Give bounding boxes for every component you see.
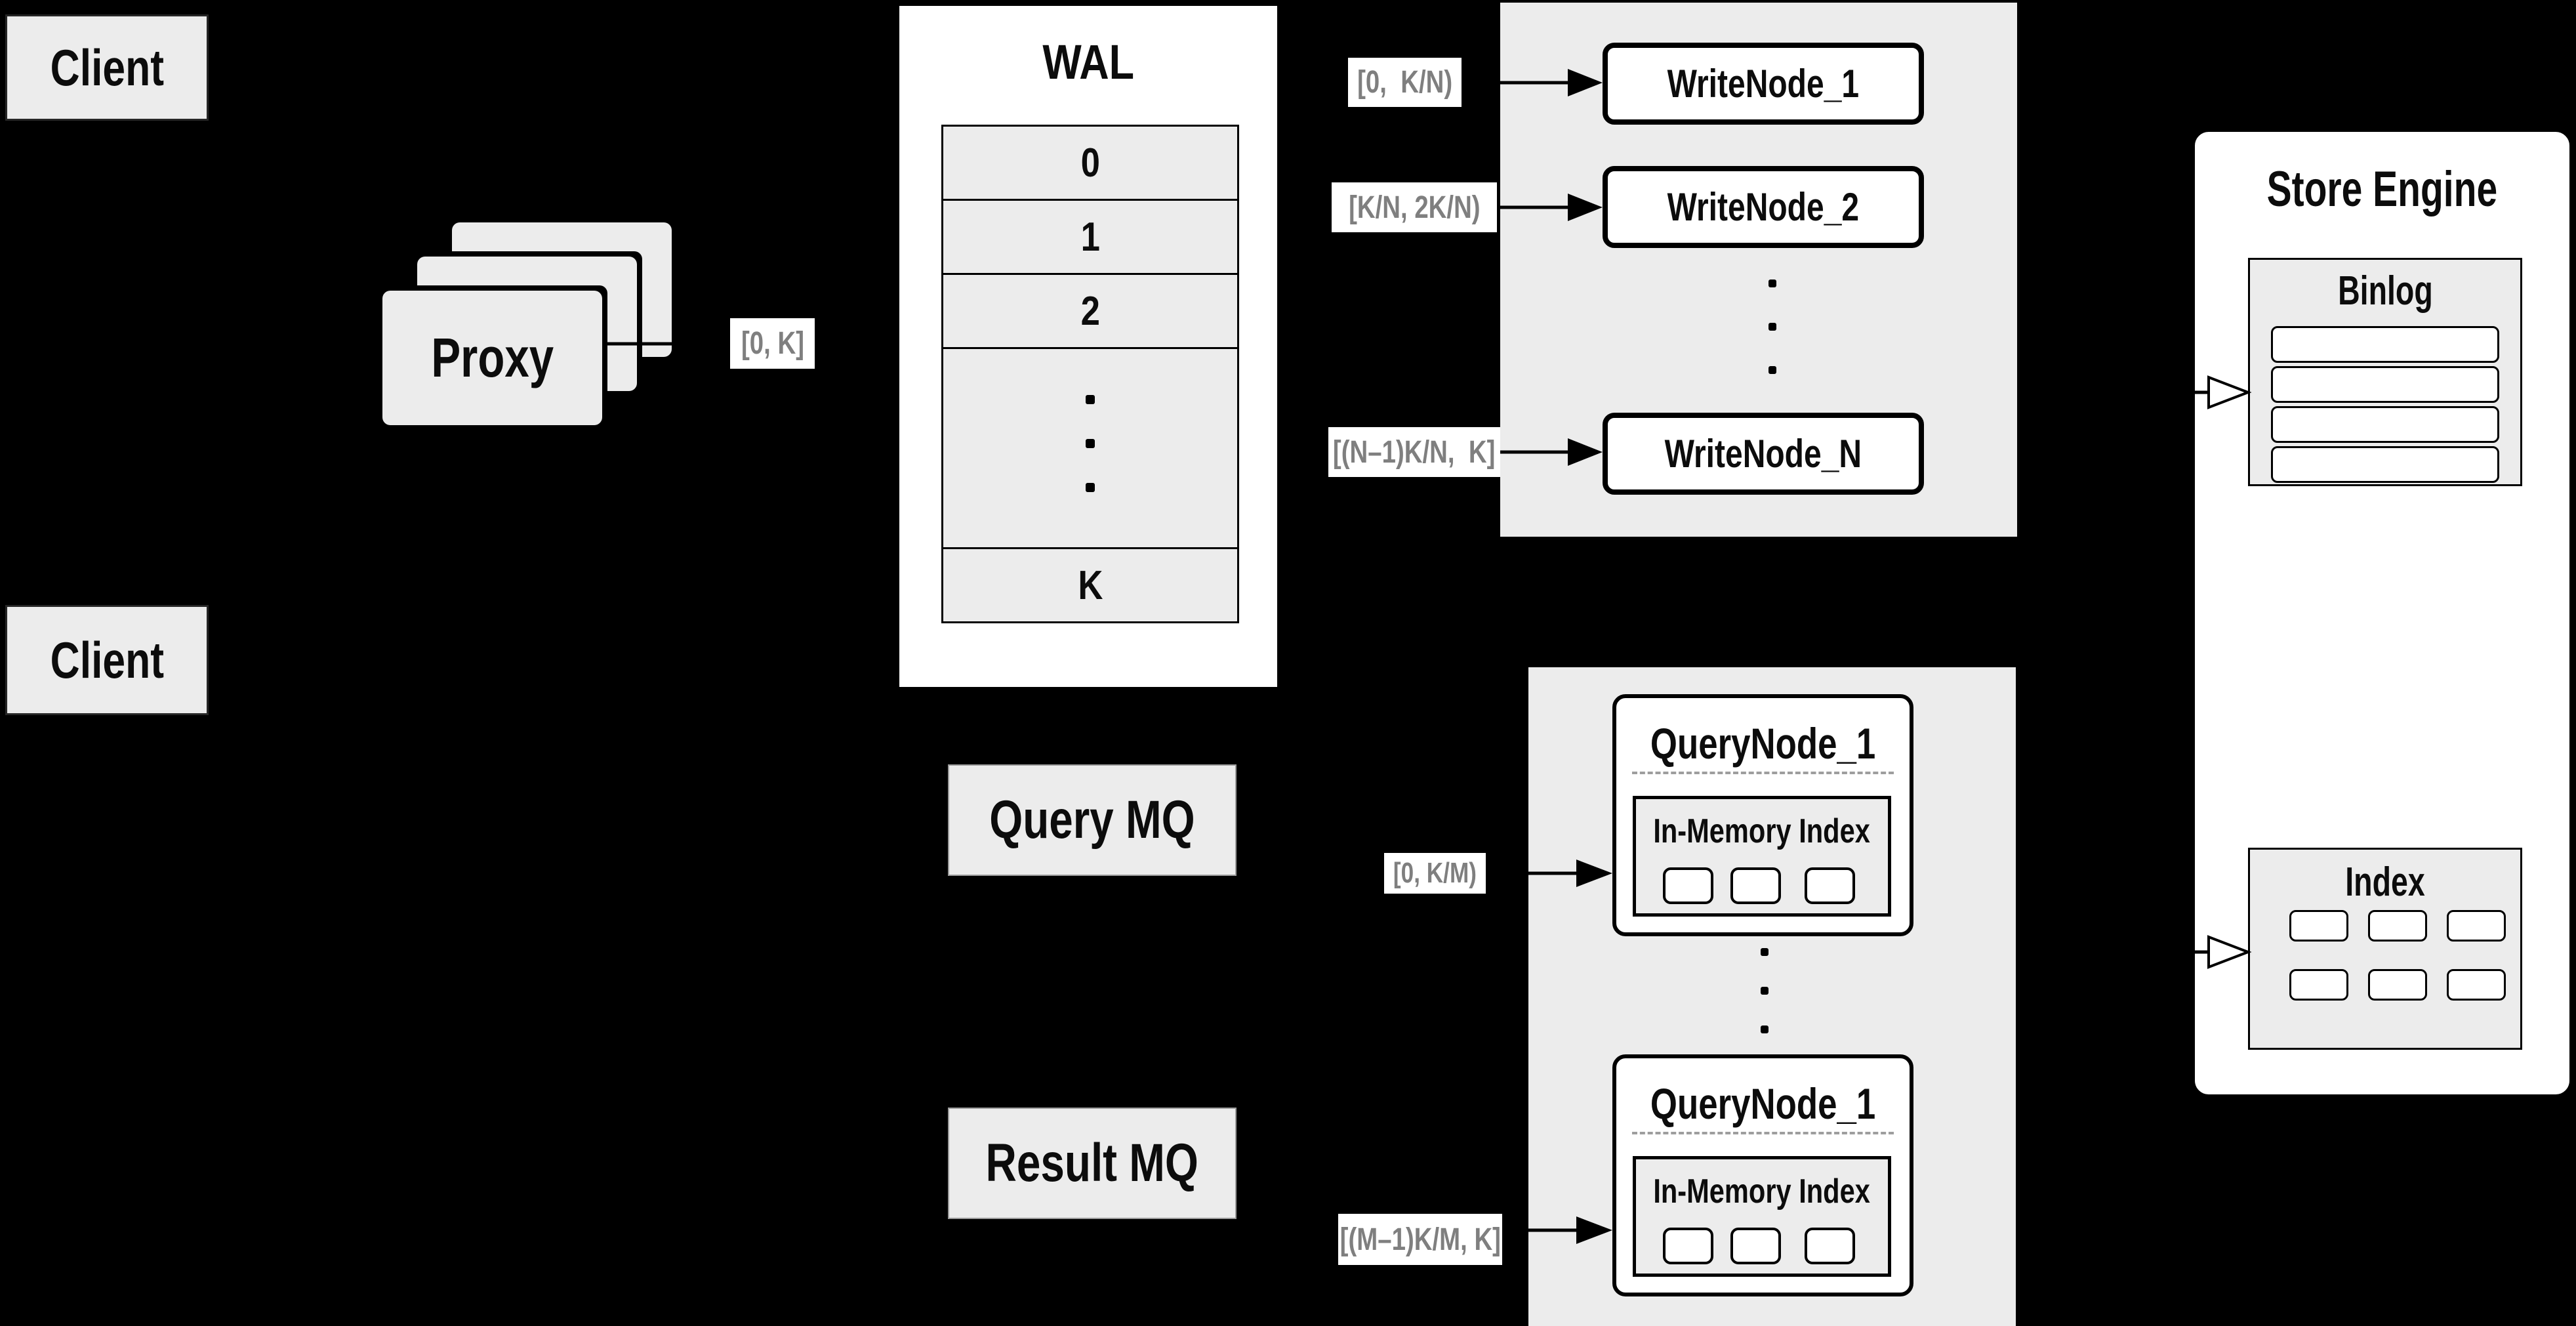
wal-slot-row: 1 [941,199,1239,275]
range-chip-write-n: [(N–1)K/N, K] [1328,427,1500,477]
query-node-1-box: QueryNode_1 In-Memory Index [1612,694,1913,936]
write-node-1-box: WriteNode_1 [1603,43,1924,125]
index-cell [2447,910,2506,942]
segment-cell [1805,1228,1855,1264]
proxy-label: Proxy [431,327,554,388]
segment-cell [1663,867,1713,904]
range-chip-write-1: [0, K/N) [1348,58,1462,107]
wal-box: WAL 0 1 2 K [897,4,1279,689]
wal-slot-row: 0 [941,125,1239,201]
range-chip-proxy-wal: [0, K] [730,318,815,369]
dot [1768,366,1776,374]
index-cell [2368,910,2427,942]
wal-ellipsis-dots [1086,395,1095,492]
wal-slot-row: 2 [941,273,1239,349]
query-mq-box: Query MQ [948,764,1237,876]
dot [1768,323,1776,331]
in-memory-index-title: In-Memory Index [1653,812,1871,850]
segment-cell [1730,1228,1781,1264]
write-node-1-label: WriteNode_1 [1667,62,1860,106]
index-cell [2368,969,2427,1001]
in-memory-index-panel: In-Memory Index [1633,796,1891,917]
dot [1761,987,1768,995]
client-box-bottom: Client [5,605,209,715]
divider-dashed-line [1632,772,1894,774]
write-node-2-box: WriteNode_2 [1603,166,1924,248]
query-node-m-title: QueryNode_1 [1650,1079,1876,1128]
query-mq-label: Query MQ [989,790,1195,850]
client-bottom-label: Client [50,631,164,689]
query-nodes-ellipsis-dots [1761,948,1768,1033]
binlog-row [2271,366,2499,403]
index-cell [2289,969,2348,1001]
binlog-row [2271,446,2499,483]
index-panel: Index [2248,848,2522,1050]
dot [1086,439,1095,448]
query-node-m-box: QueryNode_1 In-Memory Index [1612,1054,1913,1296]
index-cell [2289,910,2348,942]
store-engine-title: Store Engine [2266,161,2498,217]
write-node-2-label: WriteNode_2 [1667,185,1860,229]
dot [1086,483,1095,492]
dot [1086,395,1095,404]
index-cell [2447,969,2506,1001]
client-box-top: Client [5,14,209,121]
write-nodes-ellipsis-dots [1768,280,1776,374]
range-chip-query-m: [(M–1)K/M, K] [1338,1214,1502,1265]
segment-cell [1730,867,1781,904]
range-chip-query-1: [0, K/M) [1384,853,1486,894]
result-mq-label: Result MQ [985,1133,1199,1193]
proxy-card-front: Proxy [382,291,602,425]
wal-ellipsis-row [941,347,1239,549]
dot [1761,948,1768,956]
result-mq-box: Result MQ [948,1108,1237,1219]
wal-slot-row-last: K [941,547,1239,623]
dot [1761,1026,1768,1033]
wal-title: WAL [1042,35,1134,89]
in-memory-index-title: In-Memory Index [1653,1172,1871,1211]
store-engine-box: Store Engine Binlog Index [2193,130,2571,1096]
binlog-panel: Binlog [2248,258,2522,486]
divider-dashed-line [1632,1132,1894,1134]
dot [1768,280,1776,287]
client-top-label: Client [50,38,164,96]
write-node-n-label: WriteNode_N [1664,432,1862,476]
binlog-title: Binlog [2337,268,2433,314]
segment-cell [1805,867,1855,904]
write-node-n-box: WriteNode_N [1603,413,1924,495]
query-node-1-title: QueryNode_1 [1650,719,1876,768]
segment-cell [1663,1228,1713,1264]
index-title: Index [2345,859,2425,905]
binlog-row [2271,326,2499,363]
in-memory-index-panel: In-Memory Index [1633,1156,1891,1277]
binlog-row [2271,406,2499,443]
range-chip-write-2: [K/N, 2K/N) [1332,182,1497,232]
